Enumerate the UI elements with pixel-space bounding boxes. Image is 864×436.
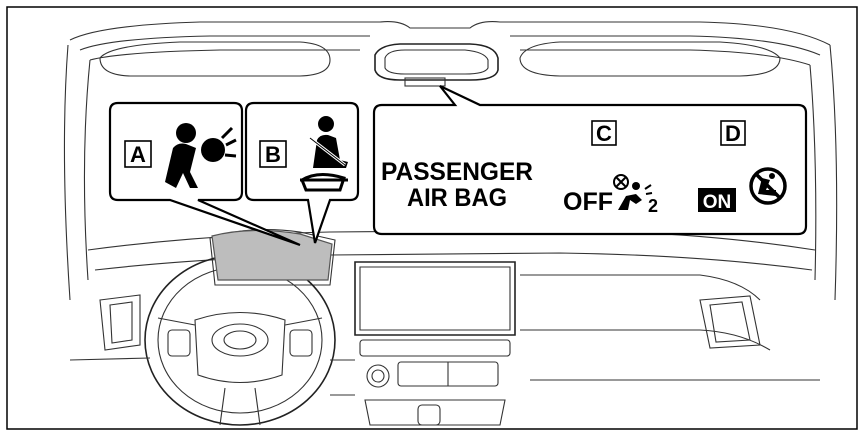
- callout-b: B: [246, 103, 358, 243]
- label-a: A: [130, 142, 146, 167]
- passenger-airbag-title-line1: PASSENGER: [381, 158, 533, 186]
- label-b: B: [265, 142, 281, 167]
- airbag-on-text: ON: [703, 192, 732, 213]
- airbag-off-text: OFF: [563, 188, 613, 216]
- passenger-airbag-title-line2: AIR BAG: [407, 184, 507, 212]
- passenger-airbag-panel: PASSENGER AIR BAG C OFF 2 D ON: [374, 86, 806, 234]
- label-d: D: [725, 121, 741, 146]
- airbag-off-subscript: 2: [648, 196, 658, 216]
- label-c: C: [596, 121, 612, 146]
